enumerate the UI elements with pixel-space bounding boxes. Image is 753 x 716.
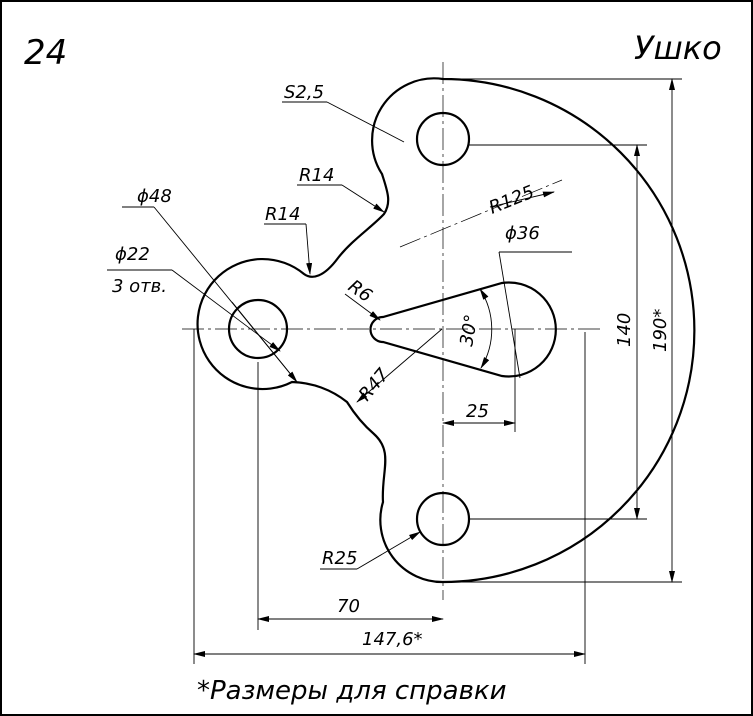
dim-holes-count: 3 отв. <box>112 276 167 297</box>
dim-r6: R6 <box>344 276 376 307</box>
dimension-lines <box>107 78 682 664</box>
dim-dia36: ϕ36 <box>505 223 540 244</box>
centerlines <box>182 62 600 600</box>
footnote: *Размеры для справки <box>197 676 507 706</box>
dim-slot-offset: 25 <box>466 401 489 422</box>
dim-r25: R25 <box>322 548 357 569</box>
dim-dia48: ϕ48 <box>137 186 172 207</box>
drawing-number: 24 <box>24 33 67 73</box>
dim-sphere: S2,5 <box>284 82 324 103</box>
hole-top <box>415 111 471 167</box>
dim-horizontal-70: 70 <box>337 596 360 617</box>
hole-left <box>227 298 289 360</box>
dim-angle: 30° <box>456 313 482 348</box>
dim-r125: R125 <box>486 182 537 219</box>
slot <box>369 281 557 378</box>
dim-overall-height: 190* <box>650 309 671 352</box>
dim-overall-width: 147,6* <box>362 629 423 650</box>
drawing-title: Ушко <box>634 29 722 67</box>
dim-dia22: ϕ22 <box>115 244 150 265</box>
dim-r14-upper: R14 <box>299 165 334 186</box>
dim-r14-lower: R14 <box>265 204 300 225</box>
part-outline <box>196 77 696 584</box>
dim-hole-spacing: 140 <box>614 313 635 347</box>
